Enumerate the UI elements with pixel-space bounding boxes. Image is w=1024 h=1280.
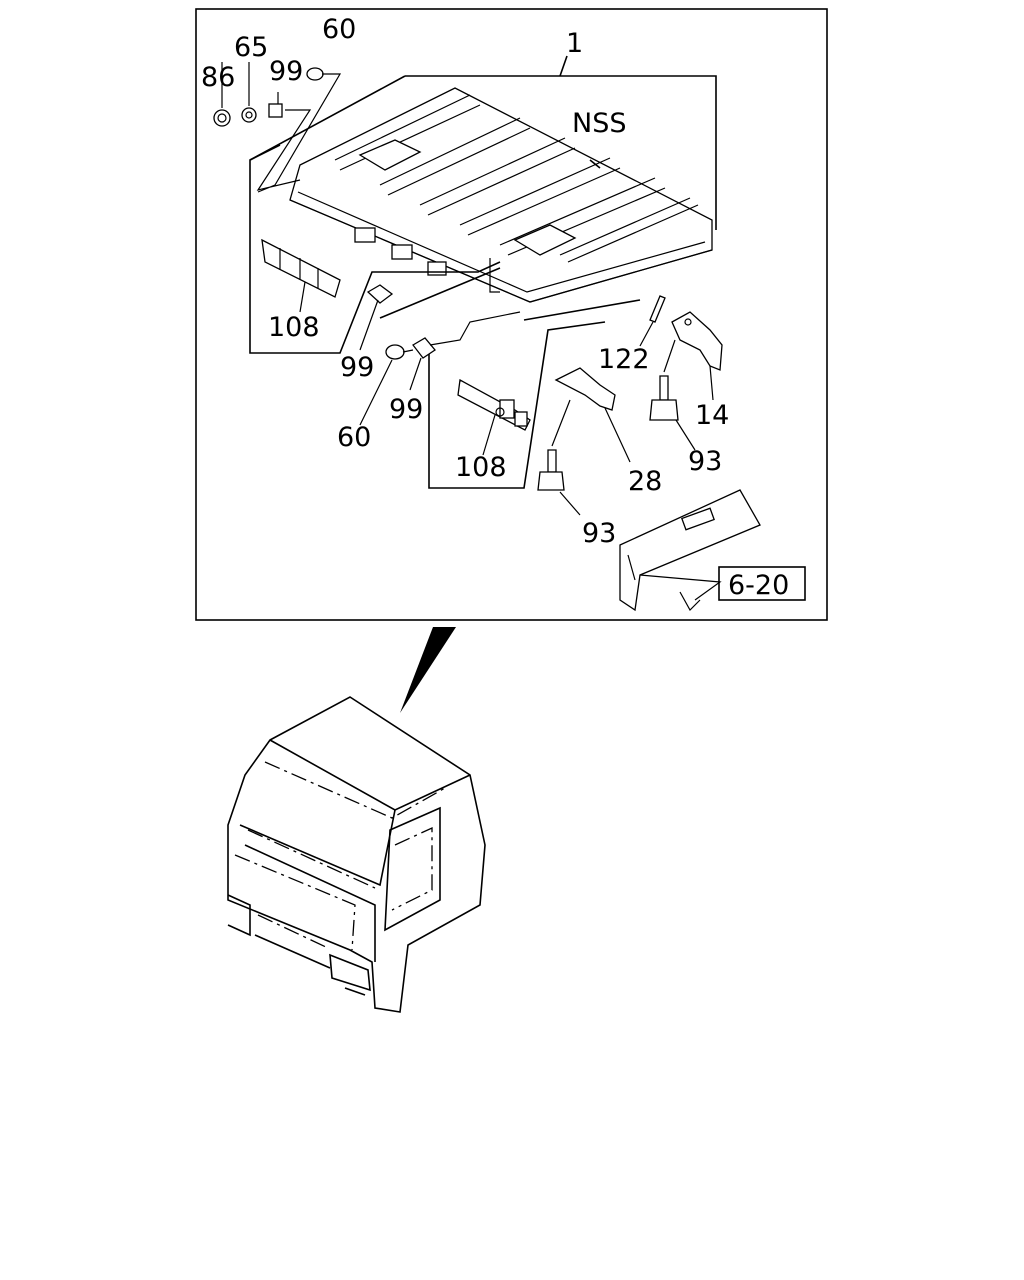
stay-122: [649, 295, 666, 323]
ref-6-20-box: [718, 566, 806, 601]
grommet-60-top: [306, 67, 324, 81]
roof-panel: [289, 87, 713, 303]
bracket-14: [671, 311, 723, 371]
callout-65: 65: [234, 32, 268, 63]
callout-1: 1: [566, 28, 583, 59]
bracket-28: [554, 367, 616, 411]
callout-122: 122: [598, 344, 650, 375]
callout-99-mid: 99: [340, 352, 374, 383]
callout-99-bottom: 99: [389, 394, 423, 425]
grommet-60-bottom: [385, 344, 405, 360]
clip-99-mid: [366, 284, 394, 304]
callout-108-bottom: 108: [455, 452, 507, 483]
callout-99-top: 99: [269, 56, 303, 87]
bolt-93-bottom: [537, 449, 565, 491]
callout-93-right: 93: [688, 446, 722, 477]
detail-pointer: [400, 627, 456, 713]
nut-86: [213, 109, 231, 127]
callout-86: 86: [201, 62, 235, 93]
reinforcement-108-bottom: [457, 378, 531, 431]
clip-99-bottom: [412, 337, 436, 359]
washer-65: [241, 107, 257, 123]
callout-nss: NSS: [572, 108, 626, 139]
callout-60-top: 60: [322, 14, 356, 45]
callout-93-bottom: 93: [582, 518, 616, 549]
clip-99-top: [268, 103, 283, 118]
truck-cab: [227, 696, 486, 1013]
bolt-93-right: [649, 375, 679, 421]
detail-frame: [195, 8, 828, 621]
callout-108-left: 108: [268, 312, 320, 343]
callout-ref-6-20: 6-20: [728, 570, 789, 601]
callout-14: 14: [695, 400, 729, 431]
callout-28: 28: [628, 466, 662, 497]
reinforcement-108-left: [261, 238, 341, 298]
callout-60-bottom: 60: [337, 422, 371, 453]
